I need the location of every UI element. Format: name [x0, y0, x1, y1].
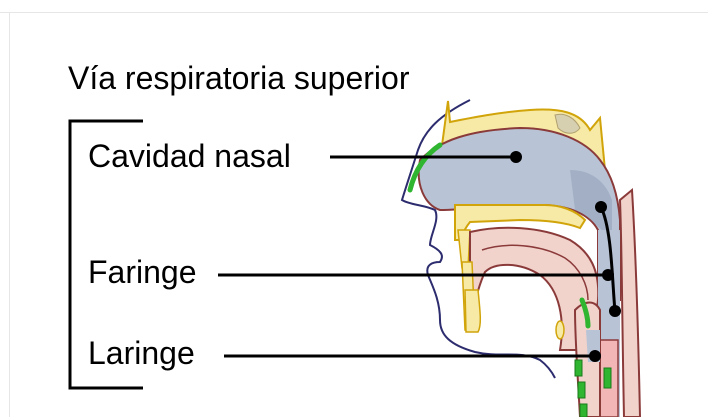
label-nasal-cavity: Cavidad nasal: [88, 140, 291, 172]
label-pharynx: Faringe: [88, 256, 197, 288]
pharynx-posterior-wall: [620, 190, 640, 417]
pharynx-upper-dot: [595, 201, 607, 213]
nasal-target-dot: [510, 151, 522, 163]
laryngeal-cartilage-2: [578, 382, 585, 398]
laryngeal-cartilage-3: [604, 368, 611, 388]
laryngeal-cartilage-4: [580, 404, 587, 417]
pharynx-lower-dot: [609, 305, 621, 317]
laryngeal-cartilage-1: [575, 360, 582, 376]
larynx-target-dot: [589, 350, 601, 362]
pharynx-target-dot: [602, 269, 614, 281]
hyoid-bone: [556, 321, 564, 339]
label-larynx: Laringe: [88, 337, 195, 369]
lower-jaw-bone: [465, 290, 480, 332]
diagram-title: Vía respiratoria superior: [68, 62, 409, 94]
